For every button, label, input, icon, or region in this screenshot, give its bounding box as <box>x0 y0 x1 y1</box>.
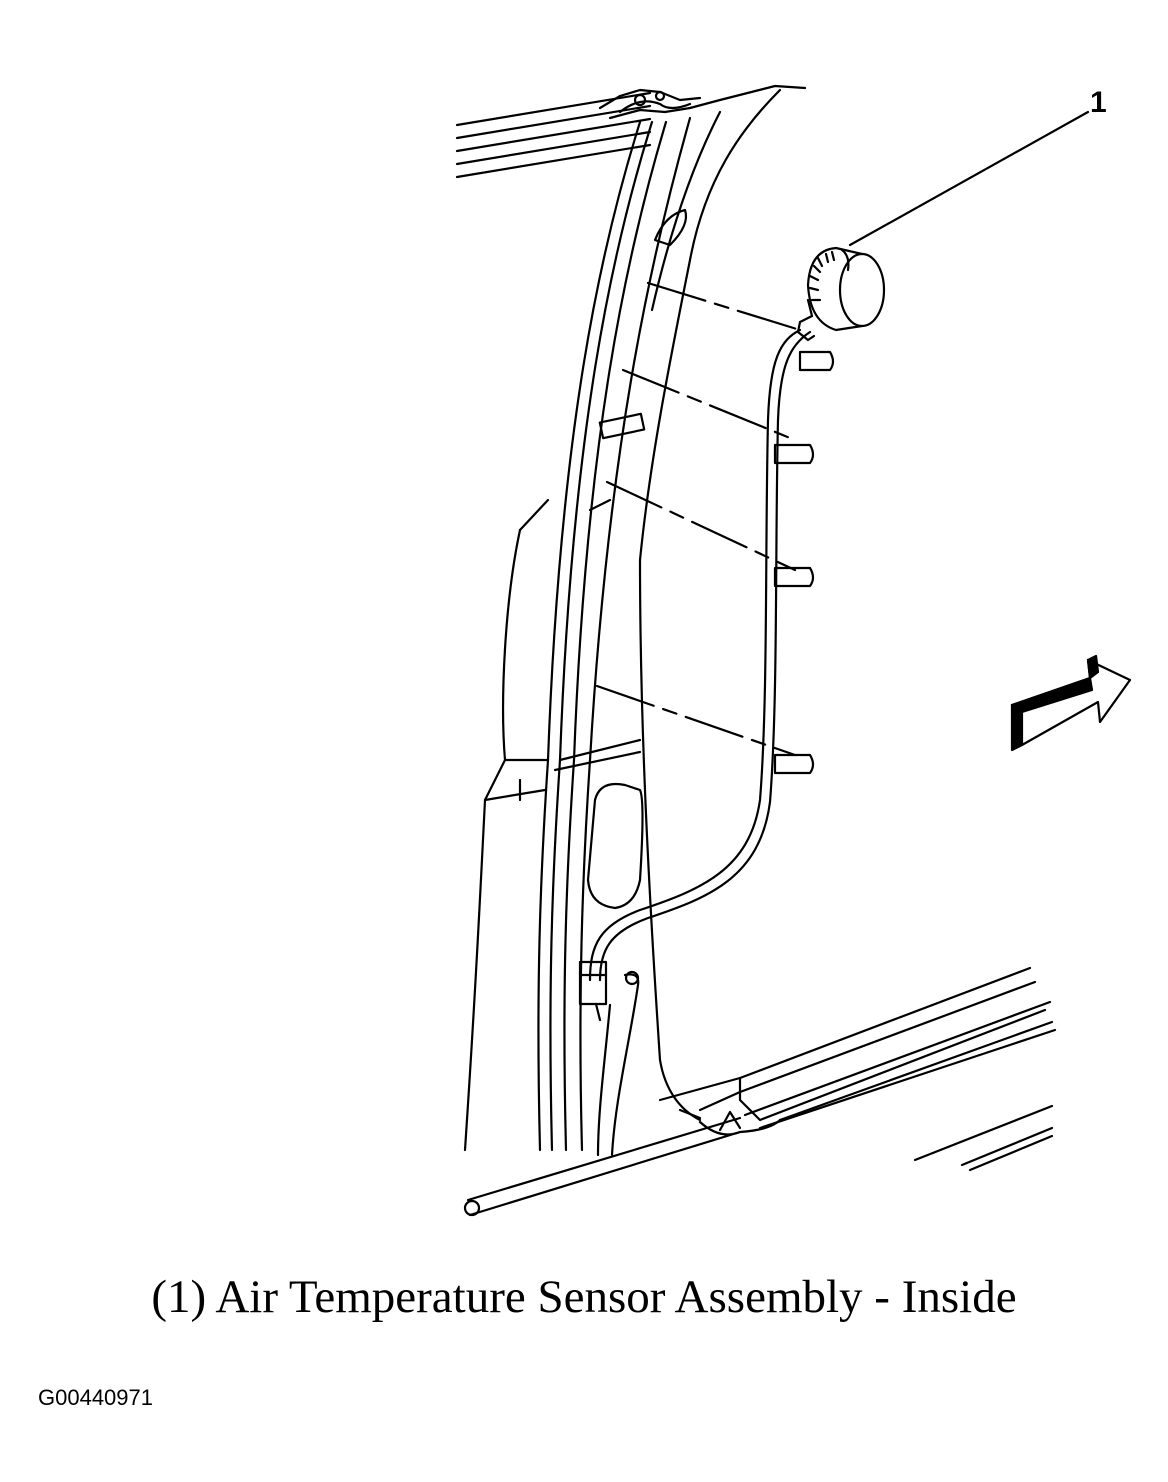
direction-arrow-icon <box>1010 654 1132 752</box>
figure-id: G00440971 <box>38 1385 153 1410</box>
harness-connector <box>578 960 608 1006</box>
sensor-harness <box>578 328 812 1157</box>
diagram: 1 <box>455 84 1132 1217</box>
figure-caption: (1) Air Temperature Sensor Assembly - In… <box>151 1271 1017 1323</box>
temperature-sensor-icon <box>796 246 886 342</box>
rocker-panel <box>463 966 1057 1217</box>
pillar <box>463 88 782 1152</box>
roof-rail <box>455 84 807 179</box>
diagram-drawing <box>455 84 1132 1217</box>
alignment-lines <box>595 281 802 757</box>
callout-number: 1 <box>1090 86 1107 119</box>
callout-leader <box>848 110 1090 247</box>
wire-clips <box>773 350 835 775</box>
